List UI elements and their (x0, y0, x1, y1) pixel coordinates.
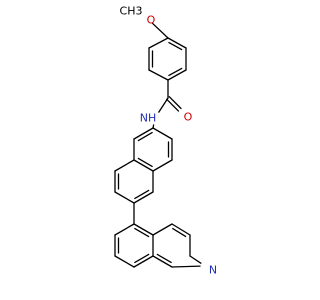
double-bond-inner-line (168, 41, 183, 51)
single-bond (148, 69, 169, 81)
single-bond (114, 223, 135, 236)
single-bond (114, 255, 135, 268)
single-bond (133, 255, 154, 268)
single-bond (189, 255, 202, 264)
single-bond (133, 223, 154, 236)
single-bond (158, 97, 169, 113)
single-bond (133, 127, 154, 140)
single-bond (133, 191, 154, 204)
single-bond (152, 255, 173, 268)
double-bond-inner-line (134, 189, 150, 200)
methoxy-oxygen-label: O (147, 14, 156, 27)
single-bond (167, 69, 187, 81)
single-bond (167, 37, 187, 49)
bond-lines (114, 22, 202, 268)
double-bond-inner-line (168, 67, 183, 77)
double-bond-line (166, 98, 180, 112)
single-bond (152, 223, 173, 236)
atom-labels: CH3 O O NH N (120, 5, 218, 277)
single-bond (114, 159, 135, 172)
isoquinoline-nitrogen-label: N (209, 264, 217, 277)
single-bond (152, 127, 173, 140)
double-bond-inner-line (134, 253, 150, 264)
double-bond-inner-line (137, 157, 153, 168)
double-bond-inner-line (137, 131, 153, 142)
single-bond (151, 22, 169, 39)
double-bond-inner-line (156, 253, 172, 264)
single-bond (152, 159, 173, 172)
double-bond-inner-line (134, 227, 150, 238)
structure-diagram: CH3 O O NH N (114, 5, 218, 277)
single-bond (171, 223, 191, 236)
double-bond-line (168, 96, 182, 110)
single-bond (171, 265, 201, 268)
methyl-label: CH3 (120, 5, 143, 18)
amide-nitrogen-label: NH (140, 112, 157, 125)
single-bond (114, 191, 135, 204)
single-bond (148, 37, 169, 49)
double-bond-inner-line (172, 227, 187, 238)
carbonyl-oxygen-label: O (184, 111, 193, 124)
single-bond (133, 159, 154, 172)
